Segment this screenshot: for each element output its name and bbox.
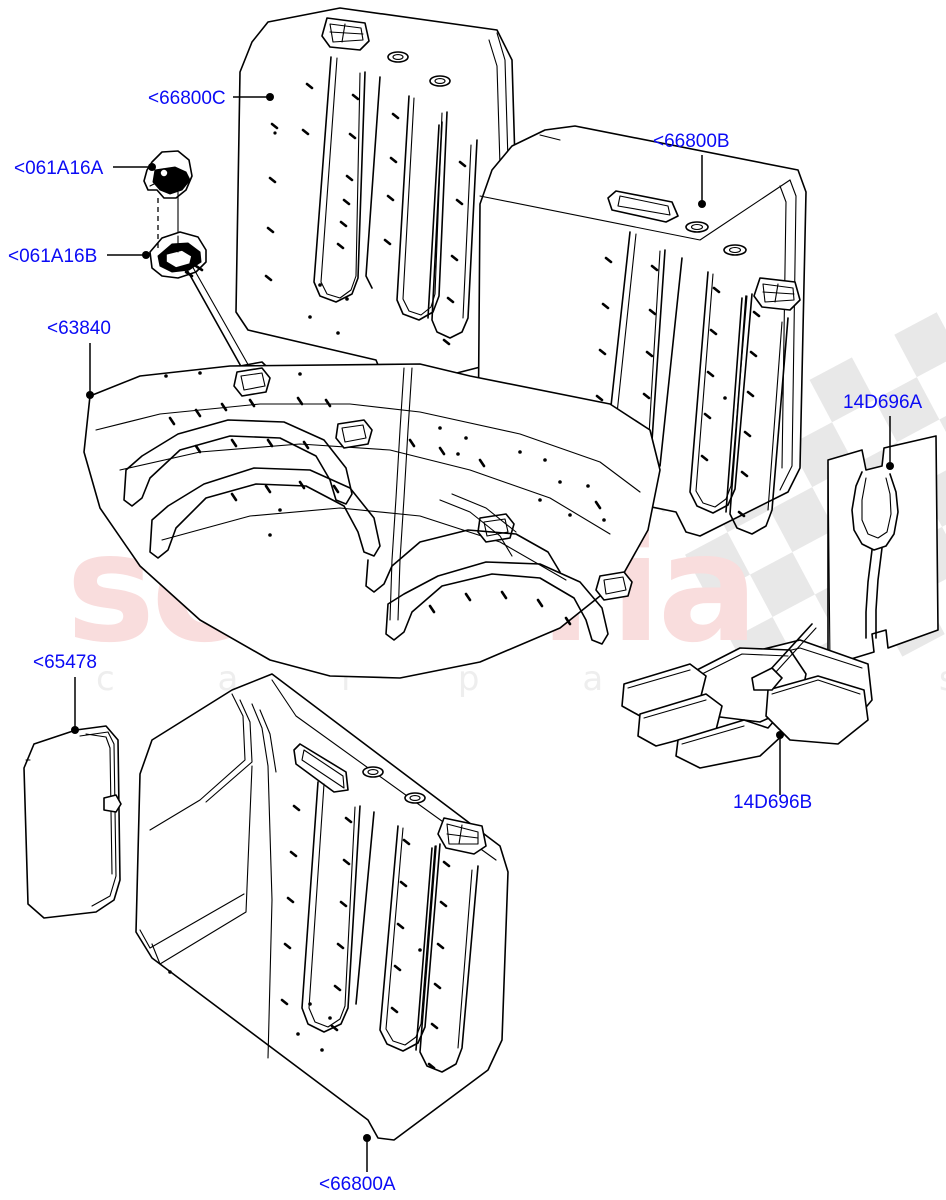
part-061A16A-head-restraint-guide-bezel-adjustable [143, 150, 193, 199]
callout-14D696A[interactable]: 14D696A [843, 392, 923, 470]
part-65478-armrest-pad [23, 725, 122, 919]
label-061A16B[interactable]: <061A16B [8, 246, 97, 267]
label-66800C[interactable]: <66800C [148, 88, 226, 109]
leader-dot [86, 391, 94, 399]
leader-dot [363, 1134, 371, 1142]
leader-dot [886, 462, 894, 470]
label-14D696A[interactable]: 14D696A [843, 392, 923, 413]
label-66800B[interactable]: <66800B [653, 131, 730, 152]
leader-dot [266, 93, 274, 101]
label-061A16A[interactable]: <061A16A [14, 158, 104, 179]
leader-dot [776, 731, 784, 739]
label-14D696B[interactable]: 14D696B [733, 792, 812, 813]
callout-061A16A[interactable]: <061A16A [14, 158, 156, 179]
leader-dot [148, 163, 156, 171]
label-66800A[interactable]: <66800A [319, 1174, 396, 1195]
part-14D696A-seat-back-insulator-pad-upper [827, 435, 939, 667]
callout-66800B[interactable]: <66800B [653, 131, 730, 208]
part-63840-seat-cushion-pad [83, 363, 661, 679]
callout-14D696B[interactable]: 14D696B [733, 731, 812, 813]
leader-dot [698, 200, 706, 208]
leader-dot [71, 726, 79, 734]
part-14D696B-seat-cushion-insulator-pads [621, 623, 873, 769]
callout-66800A[interactable]: <66800A [319, 1134, 396, 1195]
label-63840[interactable]: <63840 [47, 318, 111, 339]
part-66800A-seat-back-pad-rear-left [135, 673, 509, 1141]
leader-dot [142, 251, 150, 259]
label-65478[interactable]: <65478 [33, 652, 97, 673]
callout-65478[interactable]: <65478 [33, 652, 97, 734]
callout-66800C[interactable]: <66800C [148, 88, 274, 109]
callout-63840[interactable]: <63840 [47, 318, 111, 399]
callout-061A16B[interactable]: <061A16B [8, 246, 150, 267]
